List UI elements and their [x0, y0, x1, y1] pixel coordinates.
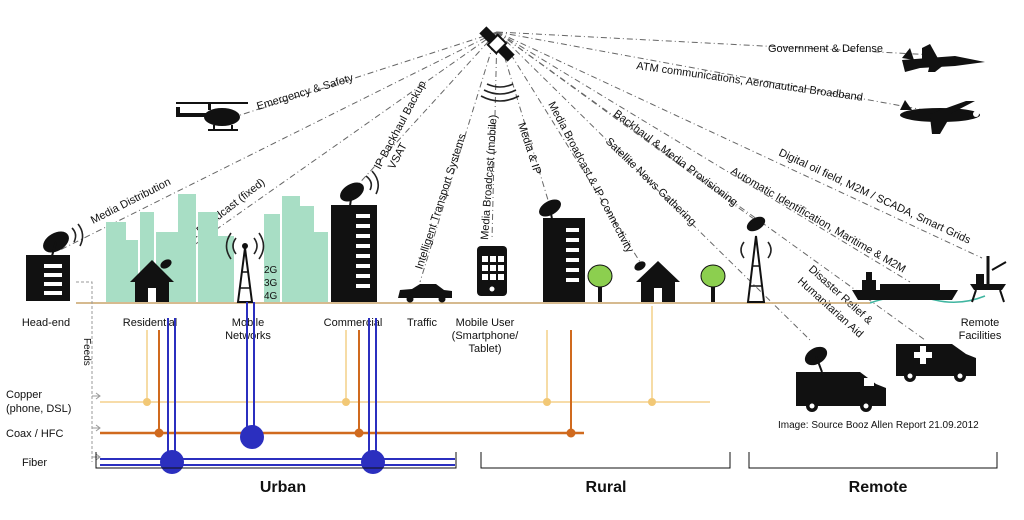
gen-4g: 4G [264, 291, 278, 302]
legend-coax: Coax / HFC [6, 428, 64, 440]
link-media-distribution [59, 31, 498, 251]
gen-2g: 2G [264, 265, 278, 276]
label-remote-facilities-2: Facilities [959, 330, 1002, 342]
label-remote-facilities-1: Remote [961, 317, 1000, 329]
feeds-line [76, 281, 93, 462]
label-mobile-user-2: (Smartphone/ [452, 330, 520, 342]
terrestrial-network: Feeds [76, 281, 710, 474]
residential-house-icon [130, 259, 174, 302]
region-urban: Urban [260, 479, 306, 496]
label-media-mobile: Media Broadcast (mobile) [479, 114, 500, 240]
urban-bracket [95, 452, 457, 469]
car-icon [398, 284, 452, 303]
head-end-icon [26, 223, 84, 301]
rural-tower-icon [740, 216, 772, 303]
label-mobile-networks-2: Networks [225, 330, 271, 342]
rural-building-icon [539, 199, 585, 302]
link-media-mobile [491, 31, 498, 241]
smartphone-icon [477, 246, 507, 296]
satellite-icon [479, 26, 520, 102]
link-disaster-relief [496, 31, 926, 341]
gen-3g: 3G [264, 278, 278, 289]
link-atm [496, 31, 936, 113]
fighter-jet-icon [902, 44, 985, 72]
tree-icon [587, 264, 613, 302]
link-maritime [496, 31, 911, 283]
link-government [496, 31, 936, 56]
link-emergency [224, 31, 498, 121]
region-rural: Rural [586, 479, 627, 496]
legend-fiber: Fiber [22, 457, 47, 469]
legend-copper-1: Copper [6, 389, 42, 401]
label-media-ip: Media & IP [515, 121, 543, 176]
helicopter-icon [176, 102, 248, 131]
ambulance-icon [896, 344, 976, 382]
commercial-building-icon [331, 170, 380, 302]
region-brackets [95, 452, 998, 469]
link-rural-connectivity [496, 31, 641, 263]
rural-bracket [480, 452, 731, 469]
link-media-broadcast-fixed [169, 31, 498, 263]
label-mobile-user-1: Mobile User [456, 317, 515, 329]
label-feeds: Feeds [81, 338, 92, 366]
source-note: Image: Source Booz Allen Report 21.09.20… [778, 420, 979, 431]
label-commercial: Commercial [324, 317, 383, 329]
link-news-gathering [496, 31, 813, 343]
remote-bracket [748, 452, 998, 469]
tree-icon [700, 264, 726, 302]
fiber-node [361, 450, 385, 474]
network-legend: Copper (phone, DSL) Coax / HFC Fiber [6, 389, 71, 469]
label-head-end: Head-end [22, 317, 70, 329]
link-ip-backhaul [354, 31, 498, 189]
link-oil-field [496, 31, 983, 259]
news-van-icon [796, 346, 886, 412]
urban-skyline [106, 194, 328, 302]
link-its [419, 31, 498, 283]
satellite-links [59, 31, 983, 343]
airliner-icon [900, 100, 980, 134]
label-traffic: Traffic [407, 317, 437, 329]
rural-house-icon [634, 261, 680, 302]
fiber-node [240, 425, 264, 449]
link-media-ip [496, 31, 549, 201]
region-remote: Remote [849, 479, 908, 496]
node-labels: Head-end Residential Mobile Networks Com… [22, 317, 1002, 355]
legend-copper-2: (phone, DSL) [6, 403, 71, 415]
label-emergency: Emergency & Safety [255, 72, 355, 113]
label-media-distribution: Media Distribution [89, 176, 173, 227]
cell-tower-icon [225, 232, 265, 303]
label-residential: Residential [123, 317, 177, 329]
fiber-node [160, 450, 184, 474]
label-government: Government & Defense [768, 43, 883, 55]
ship-icon [852, 272, 958, 300]
label-atm: ATM communications, Aeronautical Broadba… [636, 60, 864, 104]
label-mobile-user-3: Tablet) [468, 343, 501, 355]
label-its: Intelligent Transport Systems [413, 132, 468, 271]
label-oil-field: Digital oil field, M2M / SCADA, Smart Gr… [777, 147, 973, 247]
oil-platform-icon [970, 256, 1007, 303]
